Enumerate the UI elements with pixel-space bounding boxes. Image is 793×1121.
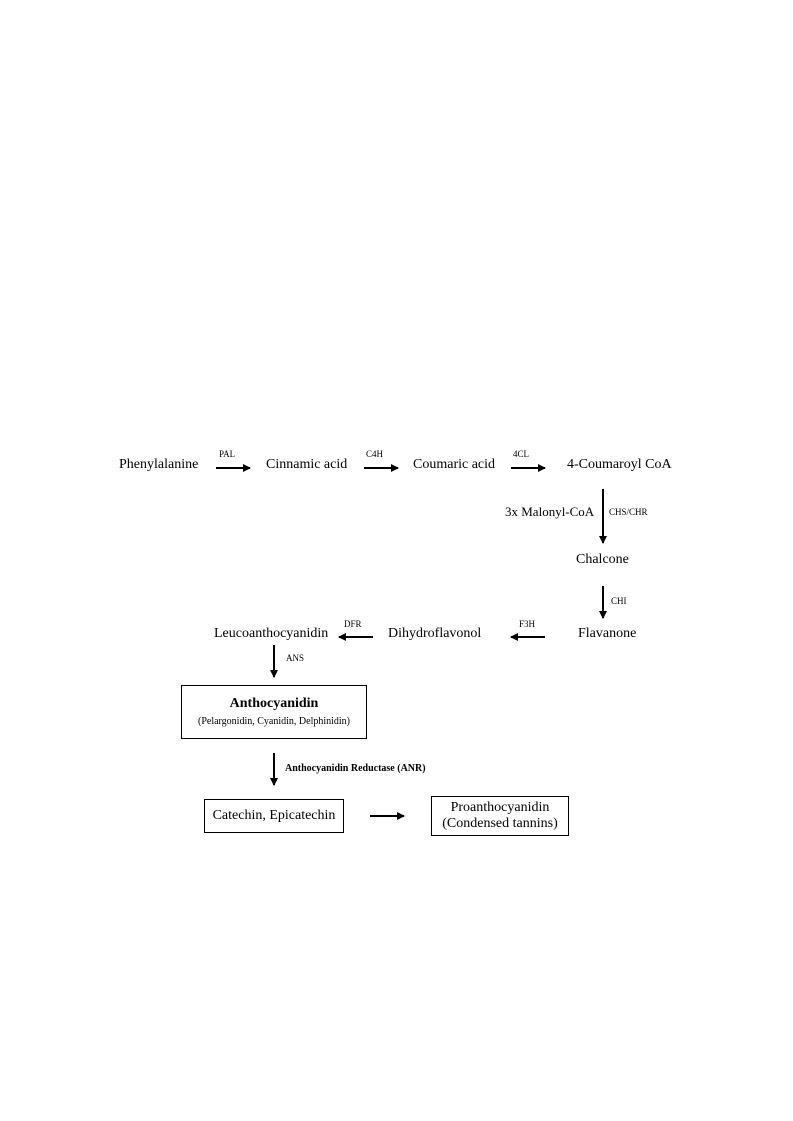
node-dihydroflavonol: Dihydroflavonol	[388, 626, 482, 641]
node-malonyl-coa: 3x Malonyl-CoA	[505, 504, 595, 519]
enzyme-chi: CHI	[611, 596, 627, 606]
enzyme-f3h: F3H	[519, 619, 536, 629]
node-phenylalanine: Phenylalanine	[119, 457, 199, 472]
node-anthocyanidin: Anthocyanidin	[229, 696, 319, 712]
box-catechin: Catechin, Epicatechin	[204, 799, 344, 833]
enzyme-pal: PAL	[219, 449, 236, 459]
enzyme-4cl: 4CL	[513, 449, 530, 459]
node-condensed-tannins: (Condensed tannins)	[442, 816, 558, 831]
enzyme-dfr: DFR	[344, 619, 362, 629]
node-proanthocyanidin: Proanthocyanidin	[450, 799, 550, 815]
box-proanthocyanidin: Proanthocyanidin (Condensed tannins)	[431, 796, 569, 836]
node-flavanone: Flavanone	[578, 626, 637, 641]
node-catechin: Catechin, Epicatechin	[212, 807, 336, 823]
node-coumaric-acid: Coumaric acid	[413, 457, 496, 472]
enzyme-c4h: C4H	[366, 449, 384, 459]
enzyme-ans: ANS	[286, 653, 305, 663]
node-anthocyanidin-types: (Pelargonidin, Cyanidin, Delphinidin)	[197, 716, 351, 728]
node-leucoanthocyanidin: Leucoanthocyanidin	[214, 626, 329, 641]
node-chalcone: Chalcone	[576, 552, 629, 567]
box-anthocyanidin: Anthocyanidin (Pelargonidin, Cyanidin, D…	[181, 685, 367, 739]
enzyme-anr: Anthocyanidin Reductase (ANR)	[285, 763, 426, 774]
node-4-coumaroyl-coa: 4-Coumaroyl CoA	[567, 457, 672, 472]
enzyme-chs-chr: CHS/CHR	[609, 507, 648, 517]
node-cinnamic-acid: Cinnamic acid	[266, 457, 348, 472]
